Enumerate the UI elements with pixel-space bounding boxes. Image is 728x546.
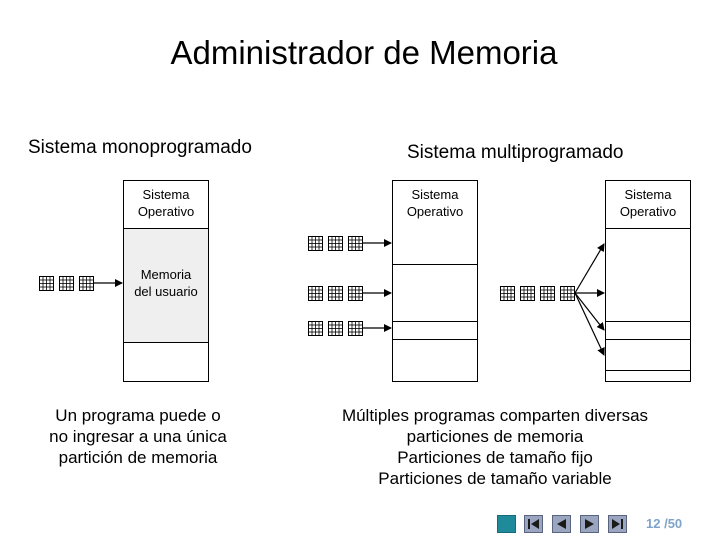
next-slide-button[interactable] — [580, 515, 599, 533]
variable-partition-4 — [605, 370, 691, 382]
program-icon — [328, 286, 343, 301]
fixed-os-block: Sistema Operativo — [392, 180, 478, 265]
fixed-queue-3 — [308, 321, 363, 336]
program-icon — [328, 236, 343, 251]
os-label-line2: Operativo — [406, 204, 464, 219]
os-label-line2: Operativo — [619, 204, 677, 219]
program-icon — [540, 286, 555, 301]
previous-slide-button[interactable] — [552, 515, 571, 533]
program-icon — [308, 236, 323, 251]
program-icon — [348, 286, 363, 301]
previous-slide-icon — [557, 519, 566, 529]
home-button[interactable] — [497, 515, 516, 533]
caption-line: partición de memoria — [58, 448, 218, 467]
first-slide-icon — [528, 519, 539, 529]
variable-arrows — [574, 243, 605, 356]
program-icon — [59, 276, 74, 291]
fixed-partition-1 — [392, 264, 478, 322]
variable-os-block: Sistema Operativo — [605, 180, 691, 229]
last-slide-button[interactable] — [608, 515, 627, 533]
variable-program-queue — [500, 286, 575, 301]
fixed-partition-3 — [392, 339, 478, 382]
program-icon — [520, 286, 535, 301]
caption-line: Múltiples programas comparten diversas — [341, 406, 649, 425]
mono-user-memory-block: Memoria del usuario — [123, 228, 209, 343]
program-icon — [560, 286, 575, 301]
fixed-queue-1 — [308, 236, 363, 251]
mono-caption: Un programa puede o no ingresar a una ún… — [28, 405, 248, 468]
variable-arrow-4 — [574, 292, 605, 356]
program-icon — [328, 321, 343, 336]
program-icon — [348, 321, 363, 336]
multi-caption: Múltiples programas comparten diversas p… — [320, 405, 670, 489]
caption-line: Particiones de tamaño variable — [378, 469, 612, 488]
program-icon — [348, 236, 363, 251]
caption-line: Particiones de tamaño fijo — [397, 448, 593, 467]
program-icon — [500, 286, 515, 301]
variable-partition-1 — [605, 228, 691, 322]
program-icon — [39, 276, 54, 291]
mono-program-queue — [39, 276, 94, 291]
program-icon — [79, 276, 94, 291]
next-slide-icon — [585, 519, 594, 529]
os-label-line1: Sistema — [624, 187, 672, 202]
multi-heading: Sistema multiprogramado — [407, 142, 624, 163]
variable-arrow-1 — [574, 243, 605, 294]
os-label-line1: Sistema — [142, 187, 190, 202]
os-label-line1: Sistema — [411, 187, 459, 202]
first-slide-button[interactable] — [524, 515, 543, 533]
last-slide-icon — [612, 519, 623, 529]
caption-line: no ingresar a una única — [49, 427, 227, 446]
page-total: /50 — [664, 516, 683, 531]
mono-free-block — [123, 342, 209, 382]
user-memory-label-line2: del usuario — [134, 284, 198, 299]
mono-heading: Sistema monoprogramado — [28, 137, 252, 158]
page-indicator: 12 /50 — [646, 515, 682, 533]
program-icon — [308, 286, 323, 301]
fixed-queue-2 — [308, 286, 363, 301]
page-current: 12 — [646, 516, 661, 531]
variable-arrow-3 — [574, 292, 605, 331]
program-icon — [308, 321, 323, 336]
os-label-line2: Operativo — [137, 204, 195, 219]
user-memory-label-line1: Memoria — [140, 267, 192, 282]
slide-title: Administrador de Memoria — [170, 34, 558, 71]
caption-line: Un programa puede o — [55, 406, 221, 425]
caption-line: particiones de memoria — [406, 427, 584, 446]
